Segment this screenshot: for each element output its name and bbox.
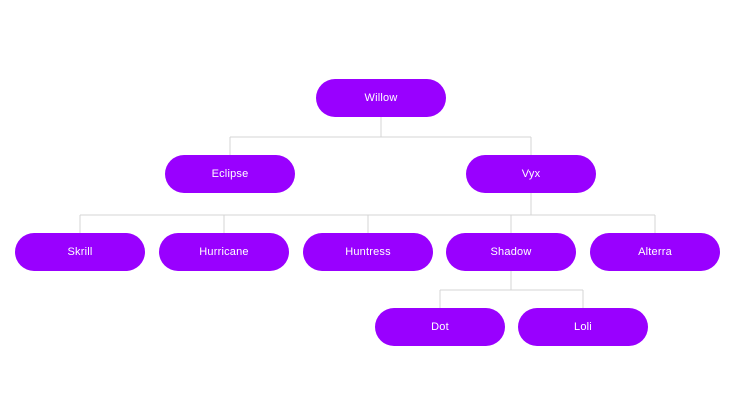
tree-node-label: Dot: [431, 320, 449, 333]
tree-node-skrill[interactable]: Skrill: [15, 233, 145, 271]
tree-node-alterra[interactable]: Alterra: [590, 233, 720, 271]
tree-node-label: Huntress: [345, 245, 391, 258]
tree-node-shadow[interactable]: Shadow: [446, 233, 576, 271]
tree-node-willow[interactable]: Willow: [316, 79, 446, 117]
tree-node-label: Hurricane: [199, 245, 249, 258]
tree-node-vyx[interactable]: Vyx: [466, 155, 596, 193]
tree-node-dot[interactable]: Dot: [375, 308, 505, 346]
tree-node-label: Alterra: [638, 245, 672, 258]
tree-node-label: Willow: [364, 91, 398, 104]
tree-node-label: Skrill: [67, 245, 93, 258]
tree-node-huntress[interactable]: Huntress: [303, 233, 433, 271]
tree-node-loli[interactable]: Loli: [518, 308, 648, 346]
tree-node-eclipse[interactable]: Eclipse: [165, 155, 295, 193]
tree-node-label: Loli: [574, 320, 592, 333]
tree-node-label: Eclipse: [211, 167, 249, 180]
tree-node-label: Vyx: [521, 167, 541, 180]
tree-node-label: Shadow: [490, 245, 532, 258]
tree-node-hurricane[interactable]: Hurricane: [159, 233, 289, 271]
